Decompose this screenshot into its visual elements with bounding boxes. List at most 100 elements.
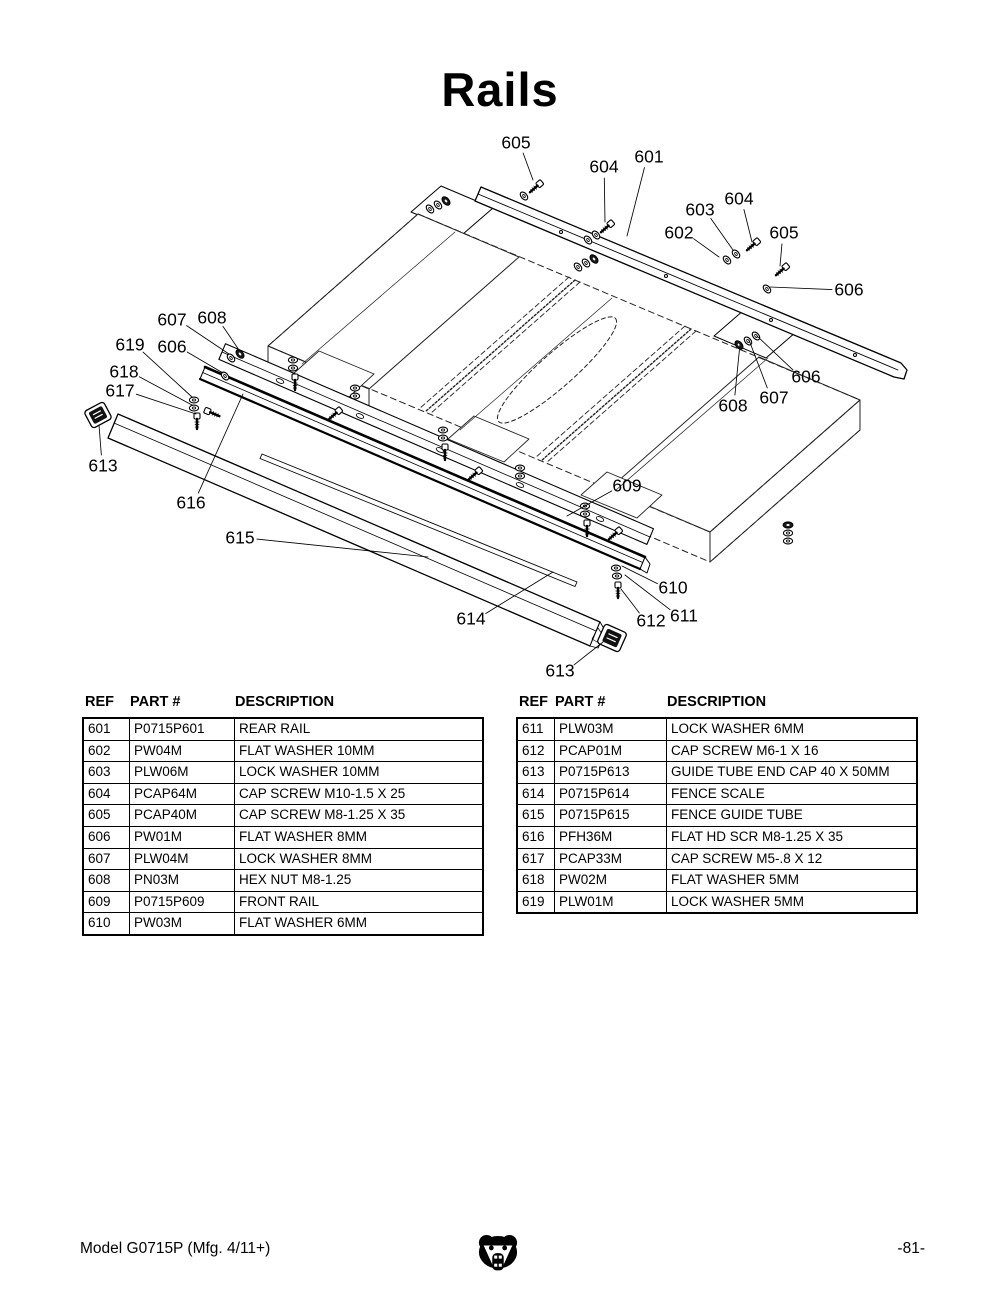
part-number-cell: PLW03M <box>554 719 666 740</box>
description-cell: LOCK WASHER 6MM <box>666 719 916 740</box>
guide-tube-drawing <box>108 414 606 648</box>
part-number-cell: PCAP01M <box>554 740 666 762</box>
ref-cell: 615 <box>522 807 545 823</box>
column-header: PART # <box>555 694 606 710</box>
ref-cell: 617 <box>522 850 545 866</box>
ref-cell: 601 <box>88 721 111 736</box>
fasteners-drawing <box>188 178 794 600</box>
description-cell: CAP SCREW M8-1.25 X 35 <box>234 805 482 826</box>
parts-table-header: REF PART # DESCRIPTION <box>516 694 918 717</box>
description-cell: FLAT WASHER 10MM <box>234 740 482 762</box>
description-cell: FLAT WASHER 8MM <box>234 826 482 848</box>
part-number-cell: PLW04M <box>129 848 234 870</box>
page-number: -81- <box>897 1240 925 1257</box>
ref-cell: 618 <box>522 872 545 888</box>
ref-cell: 602 <box>88 742 111 758</box>
part-number-cell: PW03M <box>129 913 234 934</box>
part-number-cell: PCAP40M <box>129 805 234 826</box>
mounting-bracket-drawing <box>219 344 654 545</box>
ref-cell: 613 <box>522 764 545 780</box>
column-header: DESCRIPTION <box>667 694 767 710</box>
description-cell: FENCE GUIDE TUBE <box>666 805 916 826</box>
ref-cell: 608 <box>88 872 111 888</box>
part-number-cell: PW02M <box>554 870 666 891</box>
ref-cell: 606 <box>88 828 111 844</box>
page-title: Rails <box>441 63 559 116</box>
grizzly-bear-logo <box>477 1232 519 1287</box>
footer-model-text: Model G0715P (Mfg. 4/11+) <box>80 1240 271 1257</box>
fence-scale-drawing <box>260 454 577 587</box>
description-cell: FLAT HD SCR M8-1.25 X 35 <box>666 826 916 848</box>
description-cell: FENCE SCALE <box>666 783 916 805</box>
part-number-cell: PN03M <box>129 870 234 891</box>
part-number-cell: PCAP33M <box>554 848 666 870</box>
part-number-cell: P0715P613 <box>554 762 666 783</box>
description-cell: CAP SCREW M5-.8 X 12 <box>666 848 916 870</box>
description-cell: FLAT WASHER 6MM <box>234 913 482 934</box>
part-number-cell: P0715P615 <box>554 805 666 826</box>
description-cell: FLAT WASHER 5MM <box>666 870 916 891</box>
description-cell: CAP SCREW M6-1 X 16 <box>666 740 916 762</box>
ref-cell: 611 <box>522 721 544 736</box>
part-number-cell: PLW06M <box>129 762 234 783</box>
table-top-drawing <box>268 214 860 562</box>
rear-rail-drawing <box>475 187 907 379</box>
ref-cell: 603 <box>88 764 111 780</box>
ref-cell: 609 <box>88 893 111 909</box>
ref-cell: 612 <box>522 742 545 758</box>
part-number-cell: PW01M <box>129 826 234 848</box>
ref-cell: 604 <box>88 785 111 801</box>
ref-cell: 616 <box>522 828 545 844</box>
part-number-cell: PLW01M <box>554 891 666 913</box>
part-number-cell: P0715P614 <box>554 783 666 805</box>
ref-cell: 614 <box>522 785 545 801</box>
column-header: REF <box>519 694 548 710</box>
description-cell: GUIDE TUBE END CAP 40 X 50MM <box>666 762 916 783</box>
leader-lines <box>99 153 832 665</box>
part-number-cell: PFH36M <box>554 826 666 848</box>
part-number-cell: P0715P609 <box>129 891 234 913</box>
ref-cell: 610 <box>88 915 111 931</box>
description-cell: HEX NUT M8-1.25 <box>234 870 482 891</box>
description-cell: REAR RAIL <box>234 719 482 740</box>
column-header: REF <box>85 694 114 710</box>
column-header: PART # <box>130 694 181 710</box>
exploded-diagram <box>84 112 1000 692</box>
ref-cell: 607 <box>88 850 111 866</box>
part-number-cell: PCAP64M <box>129 783 234 805</box>
end-cap-right-drawing <box>597 623 627 653</box>
part-number-cell: P0715P601 <box>129 719 234 740</box>
end-cap-left-drawing <box>84 401 112 429</box>
description-cell: FRONT RAIL <box>234 891 482 913</box>
ref-cell: 619 <box>522 893 545 909</box>
ref-cell: 605 <box>88 807 111 823</box>
parts-table-header: REF PART # DESCRIPTION <box>82 694 484 717</box>
column-header: DESCRIPTION <box>235 694 335 710</box>
front-rail-drawing <box>200 367 650 573</box>
part-number-cell: PW04M <box>129 740 234 762</box>
description-cell: LOCK WASHER 5MM <box>666 891 916 913</box>
